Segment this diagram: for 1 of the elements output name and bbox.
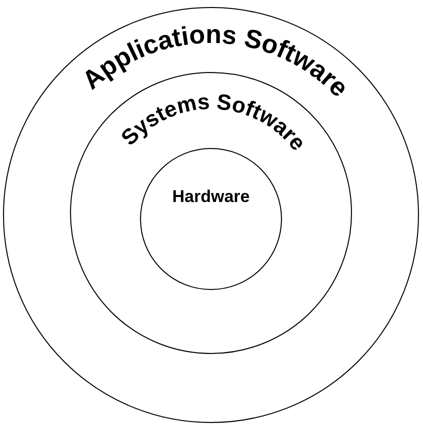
- layer-label: Hardware: [171, 186, 251, 207]
